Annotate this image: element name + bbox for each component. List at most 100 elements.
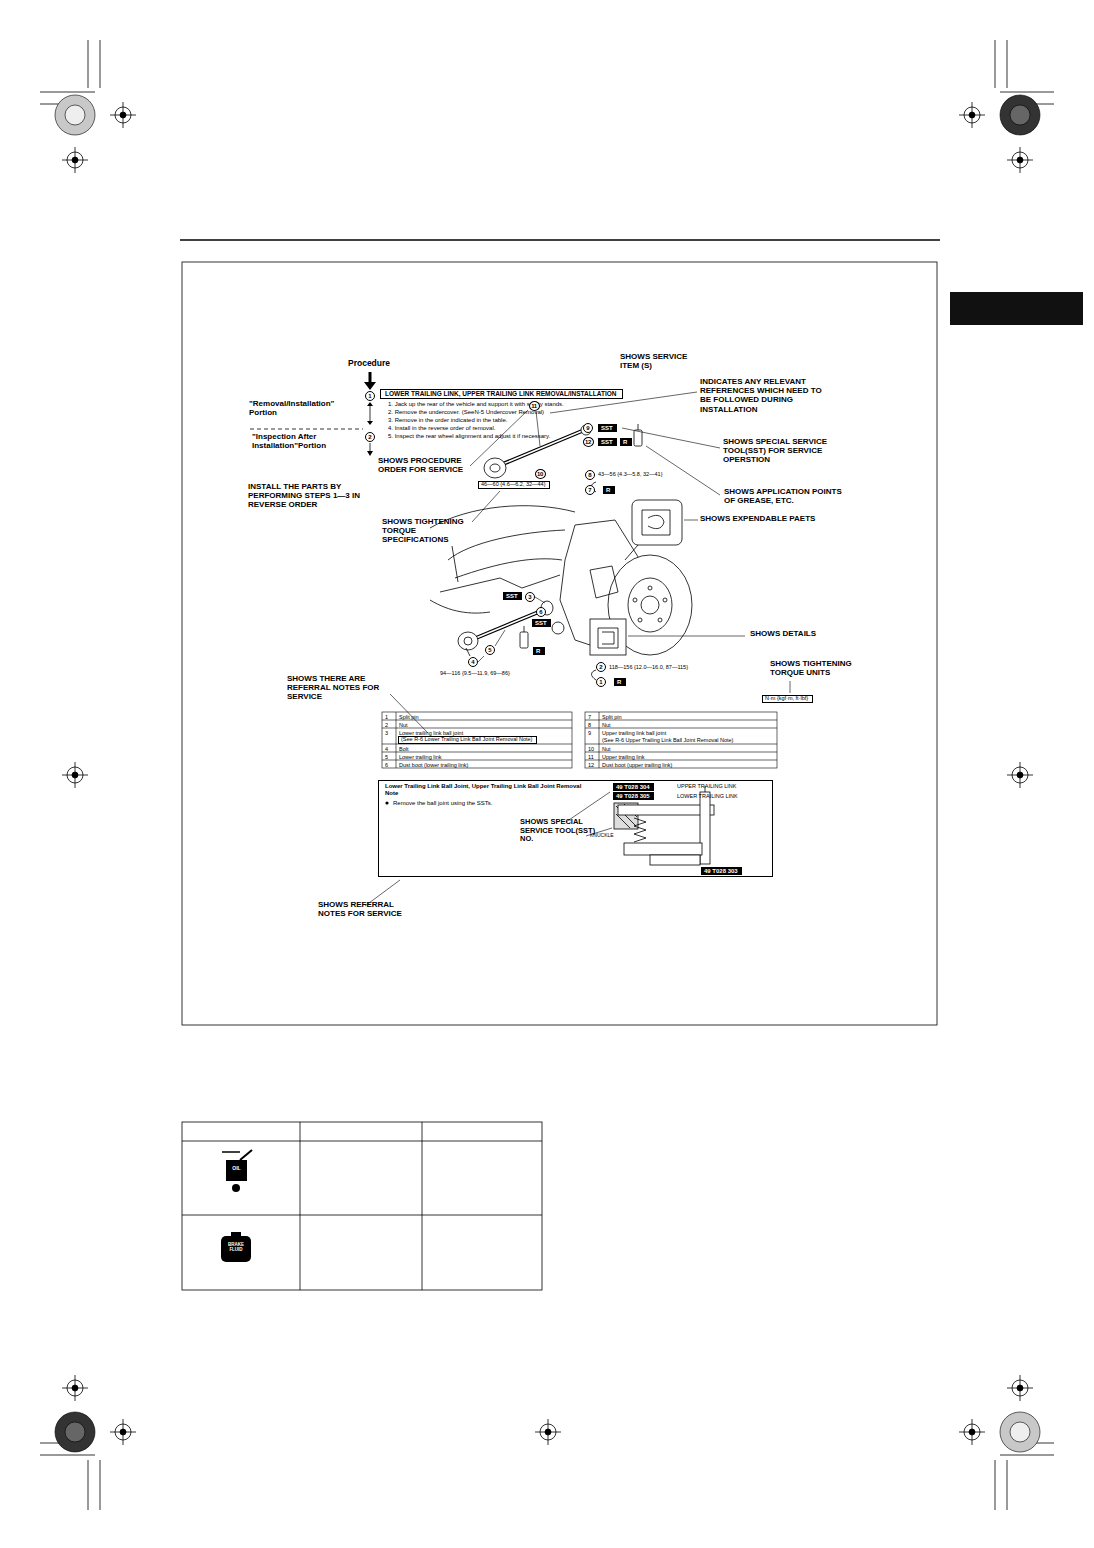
callout-number: 11 [529, 401, 540, 411]
table-cell: 9 [588, 730, 591, 736]
table-cell: Split pin [399, 714, 419, 720]
box-text: LOWER TRAILING LINK, UPPER TRAILING LINK… [385, 390, 618, 398]
callout-number: 6 [536, 607, 546, 617]
box-text: R [623, 438, 629, 446]
table-cell: 12 [588, 762, 594, 768]
reference-note-box: (See R-6 Lower Trailing Link Ball Joint … [398, 736, 537, 744]
box-body-text: Remove the ball joint using the SSTs. [393, 800, 492, 807]
box-text: SST [601, 424, 614, 432]
step-text: 3. Remove in the order indicated in the … [388, 417, 507, 424]
box-text: SST [535, 619, 548, 627]
procedure-marks [250, 372, 376, 456]
callout-number: 8 [585, 470, 595, 480]
sst-number-box: 49 T028 303 [701, 867, 742, 875]
table-cell: 5 [385, 754, 388, 760]
oil-can-icon [222, 1150, 252, 1192]
annotation-text: SHOWS EXPENDABLE PAETS [700, 514, 815, 523]
step-text: 2. Remove the undercover. (SeeN-5 Underc… [388, 409, 544, 416]
box-text: 49 T028 305 [616, 792, 651, 800]
sst-number-box: 49 T028 305 [613, 792, 654, 800]
callout-number: 1 [596, 677, 606, 687]
leader-lines [365, 392, 790, 906]
sst-number-box: 49 T028 304 [613, 783, 654, 791]
callout-number: 3 [525, 592, 535, 602]
table-cell: Dust boot (lower trailing link) [399, 762, 468, 768]
box-text: SST [506, 592, 519, 600]
reuse-mark: R [620, 438, 632, 446]
annotation-text: SHOWS SERVICE ITEM (S) [620, 352, 700, 370]
callout-number: 9 [583, 423, 593, 433]
sst-mark: SST [598, 438, 617, 446]
brake-fluid-icon [221, 1232, 251, 1262]
reuse-mark: R [614, 678, 626, 686]
color-bars [55, 95, 1040, 1452]
portion-label: "Inspection After Installation"Portion [252, 432, 360, 450]
part-name: UPPER TRAILING LINK [677, 783, 737, 789]
table-cell: Nut [399, 722, 408, 728]
callout-number: 2 [365, 432, 375, 442]
sst-mark: SST [532, 619, 551, 627]
header-rule [180, 239, 940, 241]
torque-unit-box: N·m {kgf·m, ft·lbf} [762, 695, 813, 703]
crop-marks [40, 40, 1054, 1510]
annotation-text: INSTALL THE PARTS BY PERFORMING STEPS 1—… [248, 482, 373, 510]
box-text: N·m {kgf·m, ft·lbf} [765, 696, 810, 702]
box-text: 46—60 {4.6—6.2, 32—44} [481, 482, 547, 488]
annotation-text: INDICATES ANY RELEVANT REFERENCES WHICH … [700, 377, 825, 414]
box-text: R [606, 486, 612, 494]
annotation-text: SHOWS SPECIAL SERVICE TOOL(SST) FOR SERV… [723, 437, 851, 465]
table-cell: 2 [385, 722, 388, 728]
table-cell: 1 [385, 714, 388, 720]
table-cell: Upper trailing link ball joint [602, 730, 666, 736]
annotation-text: SHOWS DETAILS [750, 629, 816, 638]
step-text: 5. Inspect the rear wheel alignment and … [388, 433, 550, 440]
torque-spec: 43—56 {4.3—5.8, 32—41} [598, 471, 663, 477]
callout-number: 7 [585, 485, 595, 495]
box-text: R [617, 678, 623, 686]
annotation-text: SHOWS APPLICATION POINTS OF GREASE, ETC. [724, 487, 854, 505]
procedure-title-box: LOWER TRAILING LINK, UPPER TRAILING LINK… [380, 389, 623, 399]
table-cell: (See R-6 Upper Trailing Link Ball Joint … [602, 737, 733, 743]
callout-number: 10 [535, 469, 546, 479]
table-cell: Dust boot (upper trailing link) [602, 762, 672, 768]
table-cell: Split pin [602, 714, 622, 720]
icon-text: BRAKE FLUID [223, 1242, 249, 1252]
table-cell: Nut [602, 746, 611, 752]
table-cell: 11 [588, 754, 594, 760]
section-tab [950, 292, 1083, 325]
heading-text: Procedure [348, 359, 390, 369]
sst-mark: SST [598, 424, 617, 432]
bullet-dot [385, 801, 388, 804]
icon-text: OIL [228, 1166, 245, 1172]
table-cell: 3 [385, 730, 388, 736]
reuse-mark: R [603, 486, 615, 494]
callout-number: 5 [485, 645, 495, 655]
table-cell: 4 [385, 746, 388, 752]
annotation-text: SHOWS TIGHTENING TORQUE UNITS [770, 659, 862, 677]
callout-number: 2 [596, 662, 606, 672]
torque-spec-box: 46—60 {4.6—6.2, 32—44} [478, 481, 550, 489]
table-cell: Bolt [399, 746, 408, 752]
table-cell: 8 [588, 722, 591, 728]
registration-marks [62, 102, 1033, 1445]
torque-spec: 118—156 {12.0—16.0, 87—115} [609, 664, 688, 670]
part-name: LOWER TRAILING LINK [677, 793, 738, 799]
box-text: Lower Trailing Link Ball Joint, Upper Tr… [385, 783, 585, 797]
table-cell: Upper trailing link [602, 754, 645, 760]
callout-number: 12 [583, 437, 594, 447]
parts-table-grid [382, 712, 777, 768]
box-text: R [536, 647, 542, 655]
annotation-text: SHOWS PROCEDURE ORDER FOR SERVICE [378, 456, 478, 474]
suspension-illustration [430, 424, 692, 680]
callout-number: 1 [365, 391, 375, 401]
torque-spec: 94—116 {9.5—11.9, 69—86} [440, 670, 510, 676]
table-cell: 10 [588, 746, 594, 752]
reuse-mark: R [533, 647, 545, 655]
annotation-text: SHOWS THERE ARE REFERRAL NOTES FOR SERVI… [287, 674, 387, 702]
symbol-table-grid [182, 1122, 542, 1290]
table-cell: 6 [385, 762, 388, 768]
step-text: 4. Install in the reverse order of remov… [388, 425, 495, 432]
example-frame [182, 262, 937, 1025]
